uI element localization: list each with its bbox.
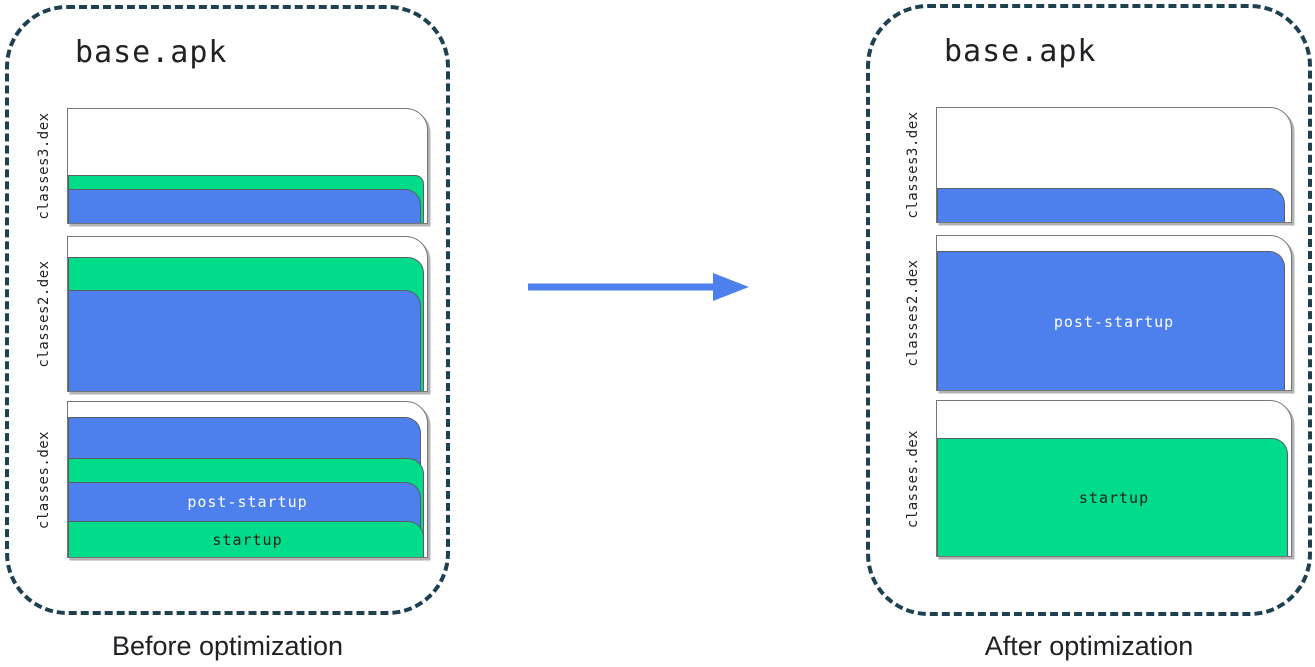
startup-code-segment (937, 438, 1288, 556)
apk-title: base.apk (944, 34, 1097, 69)
dex-file-page (67, 108, 428, 224)
dex-file-label: classes2.dex (905, 259, 921, 367)
post-startup-code-segment (937, 251, 1285, 390)
apk-title: base.apk (75, 35, 228, 70)
after-panel: base.apk classes3.dex classes2.dex post-st… (866, 4, 1312, 616)
after-caption: After optimization (984, 631, 1194, 661)
before-caption: Before optimization (111, 631, 344, 661)
dex-file-row: classes2.dex (36, 236, 428, 392)
dex-file-label: classes2.dex (36, 260, 52, 368)
dex-file-row: classes.dex startup (905, 400, 1292, 557)
dex-file-page: startup (936, 400, 1292, 557)
dex-file-page (67, 236, 428, 392)
dex-file-label: classes3.dex (905, 111, 921, 219)
dex-file-page (936, 107, 1292, 223)
dex-file-label: classes.dex (905, 429, 921, 528)
dex-file-row: classes3.dex (905, 107, 1292, 223)
dex-file-page: post-startup (936, 235, 1292, 391)
post-startup-code-segment (68, 189, 421, 223)
dex-file-label: classes3.dex (36, 112, 52, 220)
dex-file-row: classes2.dex post-startup (905, 235, 1292, 391)
before-panel: base.apk classes3.dex classes2.dex classes… (5, 5, 450, 615)
arrow-right-icon (528, 273, 749, 301)
post-startup-code-segment (937, 188, 1285, 222)
post-startup-code-segment (68, 290, 421, 391)
startup-code-segment (68, 521, 424, 557)
dex-file-label: classes.dex (36, 430, 52, 529)
dex-file-row: classes3.dex (36, 108, 428, 224)
